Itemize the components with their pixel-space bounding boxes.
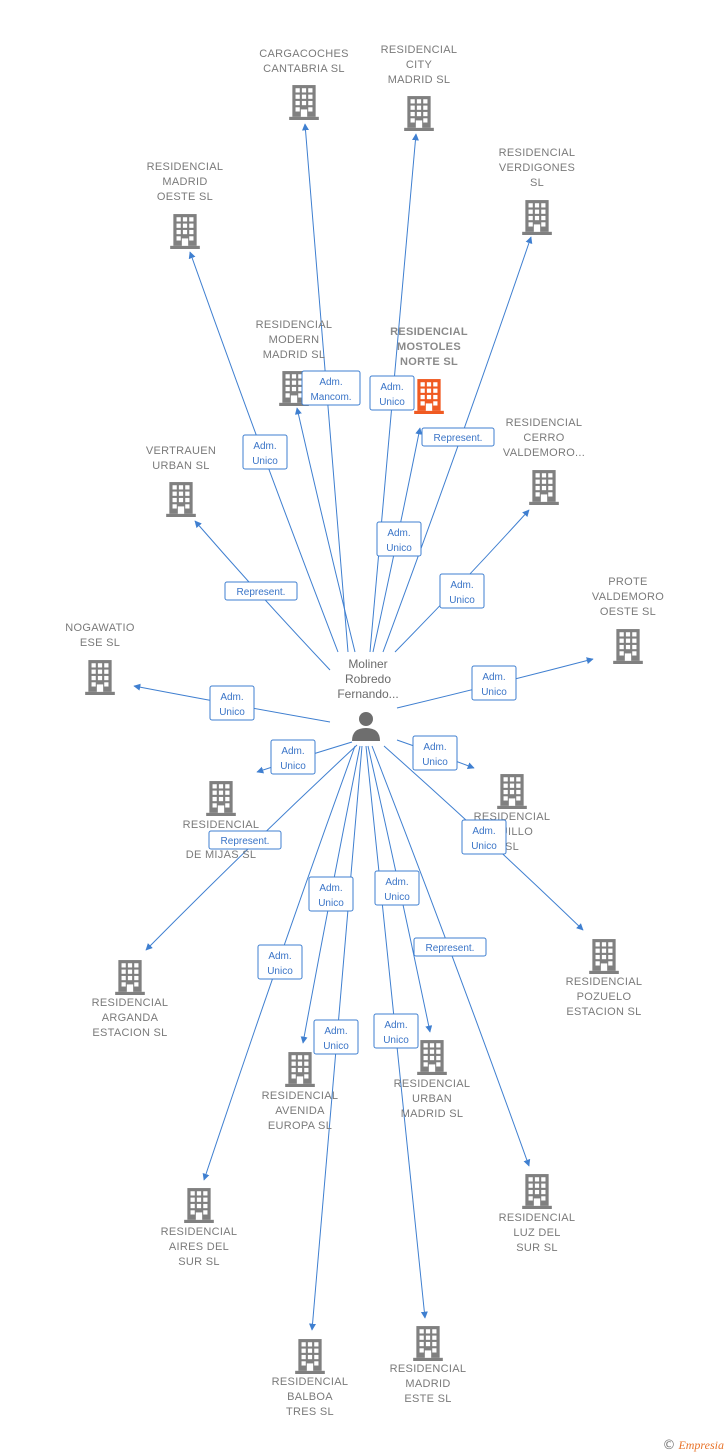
building-icon[interactable] (170, 214, 200, 249)
relation-badge-prote-valdemoro[interactable]: Adm.Unico (471, 665, 517, 701)
relation-badge-urban-madrid[interactable]: Adm.Unico (374, 870, 420, 906)
relation-text: Represent. (434, 433, 483, 444)
relation-badge-cerro-valdemoro[interactable]: Adm.Unico (439, 573, 485, 609)
building-icon[interactable] (184, 1188, 214, 1223)
building-icon[interactable] (166, 482, 196, 517)
relation-text: Adm.Unico (252, 441, 278, 467)
relation-badge-modern-madrid[interactable]: Adm.Mancom. (301, 370, 361, 406)
footer-brand: © Empresia (662, 1438, 724, 1453)
building-icon[interactable] (522, 1174, 552, 1209)
building-icon[interactable] (497, 774, 527, 809)
relation-badge-verdigones[interactable]: Represent. (421, 427, 495, 447)
building-icon[interactable] (404, 96, 434, 131)
relation-text: Adm.Mancom. (310, 377, 351, 403)
person-icon (352, 712, 380, 741)
building-icon[interactable] (417, 1040, 447, 1075)
building-icon[interactable] (613, 629, 643, 664)
relation-text: Adm.Unico (318, 883, 344, 909)
relation-text: Adm.Unico (386, 528, 412, 554)
relation-text: Adm.Unico (471, 826, 497, 852)
relation-badge-las-lagunas[interactable]: Adm.Unico (270, 739, 316, 775)
relation-text: Represent. (221, 836, 270, 847)
relation-badge-el-guillo[interactable]: Adm.Unico (412, 735, 458, 771)
copyright-symbol: © (662, 1438, 676, 1453)
relation-text: Adm.Unico (384, 877, 410, 903)
building-icon[interactable] (115, 960, 145, 995)
relation-badge-pozuelo[interactable]: Adm.Unico (461, 819, 507, 855)
relation-badge-vertrauen[interactable]: Represent. (224, 581, 298, 601)
building-icon[interactable] (285, 1052, 315, 1087)
building-icon[interactable] (529, 470, 559, 505)
building-icon[interactable] (85, 660, 115, 695)
relation-badge-mostoles-norte[interactable]: Adm.Unico (376, 521, 422, 557)
relation-badge-city-madrid[interactable]: Adm.Unico (369, 375, 415, 411)
relation-badge-luz-del-sur[interactable]: Represent. (413, 937, 487, 957)
relation-text: Adm.Unico (280, 746, 306, 772)
building-icon[interactable] (295, 1339, 325, 1374)
relation-badge-avenida-europa[interactable]: Adm.Unico (308, 876, 354, 912)
relation-badge-balboa-tres[interactable]: Adm.Unico (313, 1019, 359, 1055)
building-icon[interactable] (289, 85, 319, 120)
relation-badge-madrid-oeste[interactable]: Adm.Unico (242, 434, 288, 470)
building-icon[interactable] (413, 1326, 443, 1361)
relation-text: Represent. (237, 587, 286, 598)
edge-modern-madrid (294, 407, 356, 653)
relation-badge-nogawatio[interactable]: Adm.Unico (209, 685, 255, 721)
relation-badge-arganda[interactable]: Represent. (208, 830, 282, 850)
relation-text: Adm.Unico (267, 951, 293, 977)
relation-text: Adm.Unico (383, 1020, 409, 1046)
building-icon[interactable] (414, 379, 444, 414)
relation-text: Represent. (426, 943, 475, 954)
relation-text: Adm.Unico (323, 1026, 349, 1052)
building-icon[interactable] (589, 939, 619, 974)
brand-logo-text: Empresia (678, 1438, 724, 1452)
relation-text: Adm.Unico (449, 580, 475, 606)
relation-badge-aires-del-sur[interactable]: Adm.Unico (257, 944, 303, 980)
building-icon[interactable] (206, 781, 236, 816)
relation-text: Adm.Unico (422, 742, 448, 768)
relation-text: Adm.Unico (481, 672, 507, 698)
building-icon[interactable] (522, 200, 552, 235)
relation-text: Adm.Unico (219, 692, 245, 718)
relation-text: Adm.Unico (379, 382, 405, 408)
relation-badge-madrid-este[interactable]: Adm.Unico (373, 1013, 419, 1049)
